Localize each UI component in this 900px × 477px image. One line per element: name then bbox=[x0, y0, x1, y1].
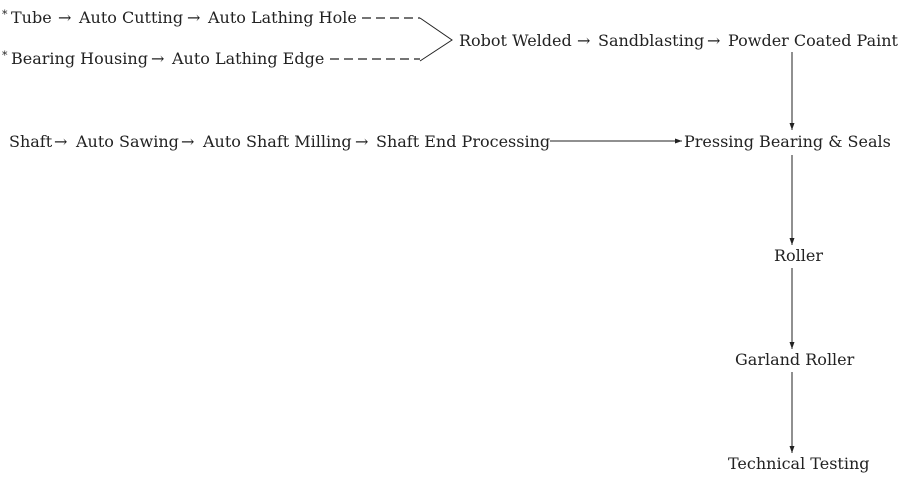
step-robot-welded: Robot Welded bbox=[459, 31, 572, 50]
merge-bracket bbox=[419, 17, 453, 62]
row2-marker: * bbox=[2, 49, 8, 62]
arrow-symbol: → bbox=[181, 132, 195, 151]
arrow-symbol: → bbox=[58, 8, 72, 27]
step-auto-sawing: Auto Sawing bbox=[76, 132, 179, 151]
step-pressing-bearing-seals: Pressing Bearing & Seals bbox=[684, 132, 891, 151]
step-auto-shaft-milling: Auto Shaft Milling bbox=[203, 132, 352, 151]
arrow-symbol: → bbox=[54, 132, 68, 151]
step-shaft-end-processing: Shaft End Processing bbox=[376, 132, 551, 151]
arrow-symbol: → bbox=[577, 31, 591, 50]
step-sandblasting: Sandblasting bbox=[598, 31, 705, 50]
step-auto-lathing-edge: Auto Lathing Edge bbox=[172, 49, 325, 68]
step-roller: Roller bbox=[774, 246, 824, 265]
arrow-symbol: → bbox=[187, 8, 201, 27]
step-garland-roller: Garland Roller bbox=[735, 350, 855, 369]
step-technical-testing: Technical Testing bbox=[728, 454, 870, 473]
arrow-symbol: → bbox=[151, 49, 165, 68]
step-powder-coated-paint: Powder Coated Paint bbox=[728, 31, 898, 50]
arrow-symbol: → bbox=[355, 132, 369, 151]
step-auto-lathing-hole: Auto Lathing Hole bbox=[208, 8, 357, 27]
step-shaft: Shaft bbox=[9, 132, 53, 151]
step-bearing-housing: Bearing Housing bbox=[11, 49, 148, 68]
step-auto-cutting: Auto Cutting bbox=[79, 8, 184, 27]
arrow-symbol: → bbox=[707, 31, 721, 50]
step-tube: Tube bbox=[11, 8, 52, 27]
row1-marker: * bbox=[2, 8, 8, 21]
